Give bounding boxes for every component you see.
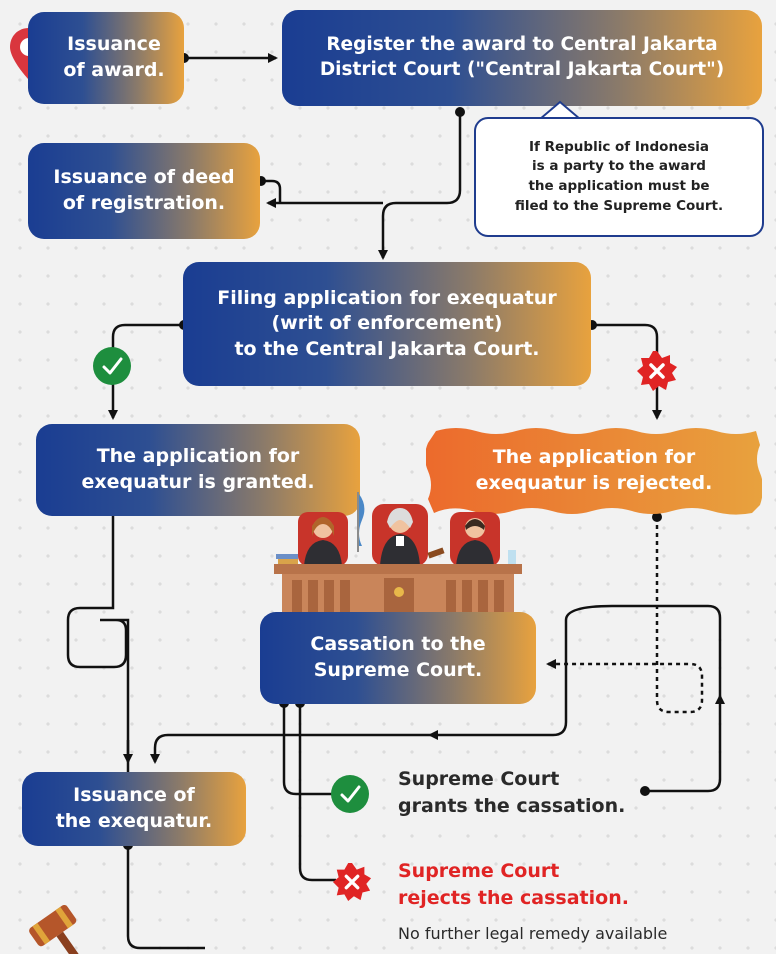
- grants-line1: Supreme Court: [398, 768, 560, 790]
- cassation-box: Cassation to the Supreme Court.: [260, 612, 536, 704]
- cassation-line1: Cassation to the: [310, 633, 486, 656]
- note-line3: the application must be: [528, 178, 710, 194]
- no-remedy-text: No further legal remedy available: [398, 924, 668, 943]
- rejected-line2: exequatur is rejected.: [475, 472, 713, 494]
- application-rejected-box: The application for exequatur is rejecte…: [426, 425, 762, 517]
- granted-line2: exequatur is granted.: [81, 471, 315, 493]
- register-line2-part3: "): [706, 59, 725, 80]
- check-icon: [93, 347, 131, 385]
- connector-to-rejects: [298, 703, 336, 882]
- rejected-line1: The application for: [492, 446, 696, 469]
- granted-line1: The application for: [96, 445, 300, 468]
- rejects-line1: Supreme Court: [398, 860, 560, 882]
- issuance-of-award-line2: of award.: [63, 59, 165, 81]
- connector-return-cassation: [428, 604, 722, 740]
- issuance-of-deed-box: Issuance of deed of registration.: [28, 143, 260, 239]
- issuance-of-award-line1: Issuance: [67, 33, 161, 56]
- filing-line2: (writ of enforcement): [271, 312, 503, 335]
- cross-icon: [332, 862, 372, 902]
- register-line2-part1: District Court (": [319, 59, 486, 80]
- register-line2-court: Central Jakarta Court: [485, 59, 707, 80]
- connector-to-grants: [282, 703, 332, 796]
- connector-granted-down: [66, 492, 130, 800]
- check-icon: [331, 775, 369, 813]
- exequatur-line1: Issuance of: [73, 784, 195, 807]
- issuance-of-exequatur-box: Issuance of the exequatur.: [22, 772, 246, 846]
- judges-bench-illustration: [274, 492, 522, 612]
- deed-line1: Issuance of deed: [53, 166, 235, 189]
- rejects-line2: rejects the cassation.: [398, 886, 629, 909]
- gavel-icon: [29, 904, 81, 954]
- connector-grants-loop: [645, 694, 725, 793]
- note-line1: If Republic of Indonesia: [528, 138, 709, 155]
- callout-pointer: [540, 100, 580, 120]
- deed-line2: of registration.: [62, 192, 226, 214]
- connector-register-filing: [378, 112, 462, 260]
- cross-icon: [637, 351, 677, 391]
- connector-back-to-exequatur: [150, 733, 430, 764]
- grants-line2: grants the cassation.: [398, 794, 626, 817]
- connector-filing-rejected: [592, 323, 662, 420]
- rejects-cassation-text: Supreme Court rejects the cassation.: [398, 858, 629, 911]
- supreme-court-note: If Republic of Indonesia is a party to t…: [474, 117, 764, 237]
- filing-line3: to the Central Jakarta Court.: [234, 337, 540, 360]
- cassation-line2: Supreme Court.: [313, 659, 483, 681]
- register-line2: District Court ("Central Jakarta Court"): [320, 58, 724, 83]
- issuance-of-award-box: Issuance of award.: [28, 12, 184, 104]
- filing-line1: Filing application for exequatur: [217, 286, 557, 309]
- note-line2: is a party to the award: [532, 158, 706, 175]
- connector-filing-granted: [108, 323, 184, 420]
- register-award-box: Register the award to Central Jakarta Di…: [282, 10, 762, 106]
- exequatur-line2: the exequatur.: [55, 810, 213, 832]
- application-granted-box: The application for exequatur is granted…: [36, 424, 360, 516]
- register-line1: Register the award to Central Jakarta: [326, 34, 718, 56]
- filing-application-box: Filing application for exequatur (writ o…: [183, 262, 591, 386]
- note-line4: filed to the Supreme Court.: [514, 197, 724, 214]
- grants-cassation-text: Supreme Court grants the cassation.: [398, 766, 625, 819]
- connector-rejected-cassation: [546, 517, 704, 714]
- connector-exequatur-down: [126, 845, 205, 950]
